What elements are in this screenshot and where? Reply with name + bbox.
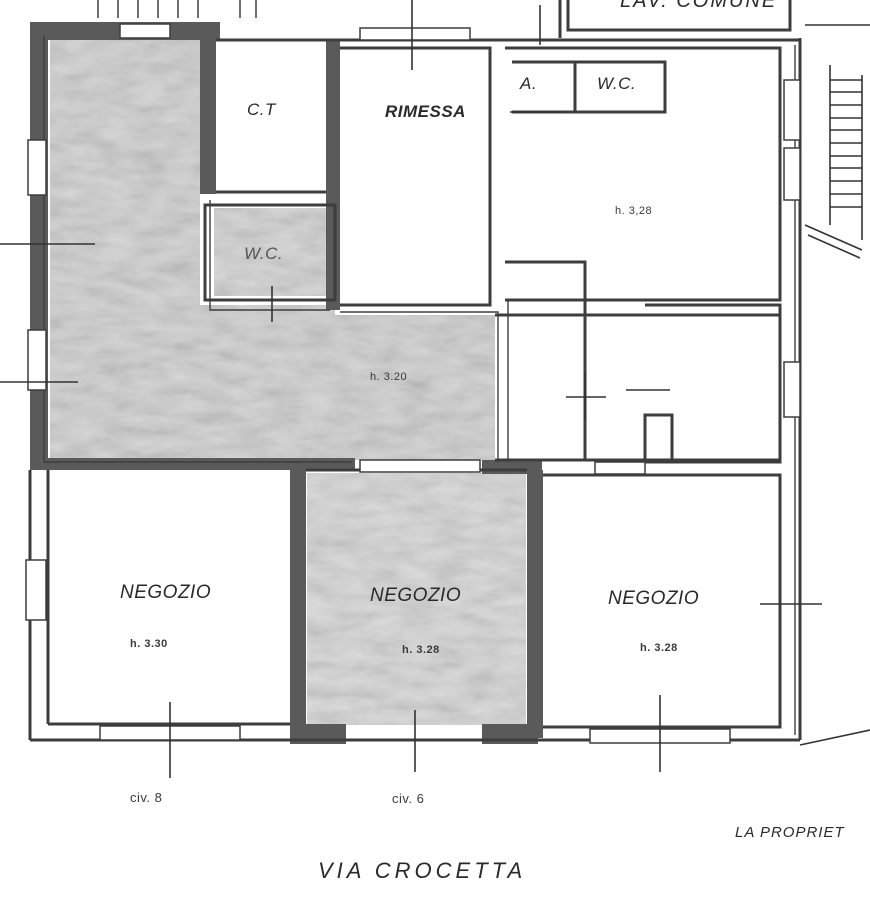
room-height-back: h. 3,28	[615, 205, 653, 217]
shaded-area-negozio-center	[307, 473, 526, 725]
shaded-area-wc	[214, 208, 326, 296]
entrance-label-civ-6: civ. 6	[392, 791, 425, 806]
room-height-negozio-center: h. 3.28	[402, 644, 440, 656]
shaded-area-main	[50, 40, 495, 460]
room-label-ct: C.T	[247, 100, 276, 119]
window-openings	[25, 23, 801, 744]
staircase	[799, 24, 870, 746]
room-label-wc-top: W.C.	[597, 74, 637, 93]
room-label-wc-left: W.C.	[244, 244, 284, 263]
room-label-negozio-right: NEGOZIO	[608, 588, 700, 609]
street-name: VIA CROCETTA	[318, 858, 527, 883]
partition-walls	[28, 0, 802, 742]
room-label-negozio-left: NEGOZIO	[120, 582, 212, 603]
door-markers	[0, 0, 822, 778]
entrance-label-civ-8: civ. 8	[130, 790, 163, 805]
room-height-negozio-left: h. 3.30	[130, 638, 168, 650]
room-label-antibagno: A.	[520, 74, 538, 93]
room-label-negozio-center: NEGOZIO	[370, 585, 462, 606]
label-lav-comune: LAV. COMUNE	[620, 0, 778, 12]
room-label-rimessa: RIMESSA	[385, 102, 466, 121]
room-height-main: h. 3.20	[370, 371, 408, 383]
room-height-negozio-right: h. 3.28	[640, 642, 678, 654]
owner-note: LA PROPRIET	[735, 824, 845, 841]
